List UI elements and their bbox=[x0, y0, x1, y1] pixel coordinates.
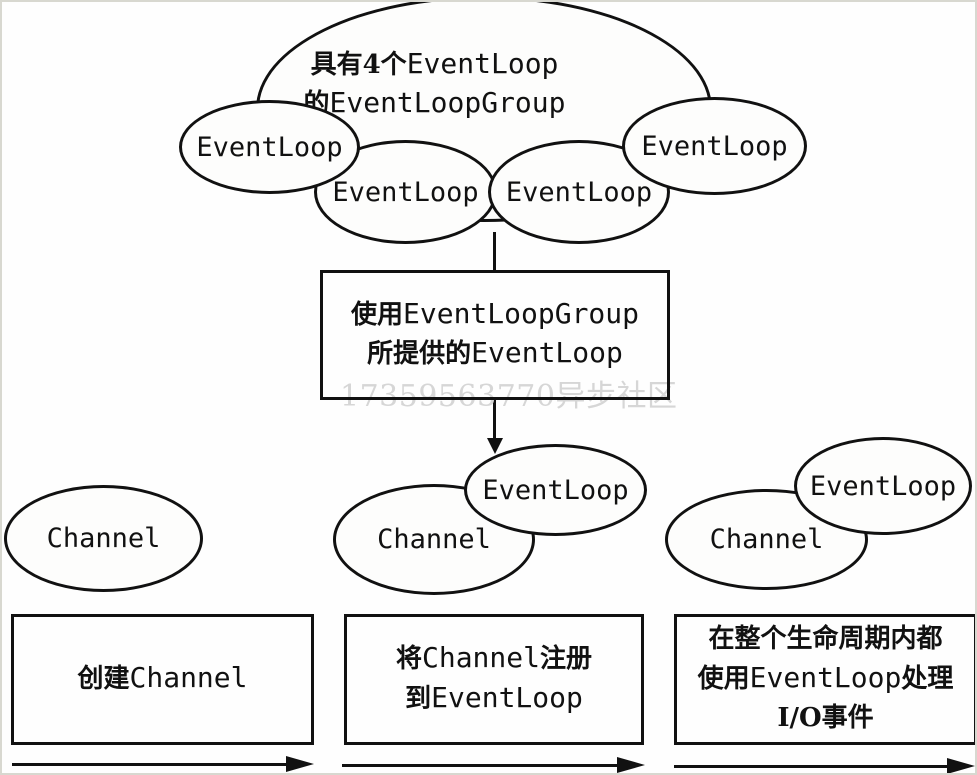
stage2-box-line2-cn: 到 bbox=[405, 683, 432, 714]
stage2-box-line2-code: EventLoop bbox=[431, 680, 583, 714]
timeline-arrow-1-head-icon bbox=[286, 756, 314, 772]
provider-box-line1-code: EventLoopGroup bbox=[403, 297, 640, 330]
watermark-text: 17359563770异步社区 bbox=[340, 379, 678, 414]
eventloop-label: EventLoop bbox=[332, 176, 479, 208]
eventloop-label: EventLoop bbox=[196, 131, 343, 163]
eventloop-ellipse-3: EventLoop bbox=[488, 140, 670, 244]
stage2-eventloop-ellipse: EventLoop bbox=[464, 444, 647, 536]
provider-box-line2-cn: 所提供的 bbox=[367, 339, 472, 369]
timeline-arrow-2-line bbox=[342, 764, 617, 767]
cluster-to-box-connector-line bbox=[493, 232, 496, 270]
stage3-eventloop-ellipse: EventLoop bbox=[794, 437, 972, 535]
eventloop-label: EventLoop bbox=[505, 176, 653, 208]
eventloop-label: EventLoop bbox=[482, 474, 629, 506]
stage3-box: 在整个生命周期内都 使用EventLoop处理 I/O事件 bbox=[674, 614, 975, 745]
eventloop-ellipse-4: EventLoop bbox=[622, 97, 807, 195]
provider-box-line2-code: EventLoop bbox=[471, 336, 623, 369]
provider-box: 使用EventLoopGroup 所提供的EventLoop bbox=[320, 270, 670, 400]
stage1-box-code: Channel bbox=[129, 660, 248, 694]
timeline-arrow-3-head-icon bbox=[947, 758, 975, 773]
stage3-box-line1: 在整个生命周期内都 bbox=[708, 623, 943, 654]
stage1-channel-ellipse: Channel bbox=[4, 485, 203, 592]
eventloopgroup-label-line2-code: EventLoopGroup bbox=[329, 86, 566, 119]
channel-label: Channel bbox=[46, 523, 161, 554]
stage2-channel-ellipse: Channel bbox=[333, 484, 535, 595]
provider-box-line1-cn: 使用 bbox=[350, 300, 403, 330]
eventloopgroup-label: 具有4个EventLoop 的EventLoopGroup bbox=[242, 46, 627, 124]
stage3-box-line2-cn: 使用 bbox=[697, 663, 750, 694]
stage3-box-line2-cn2: 处理 bbox=[901, 663, 954, 694]
stage2-box-line1-cn: 将 bbox=[395, 643, 422, 674]
stage1-box: 创建Channel bbox=[11, 614, 314, 745]
timeline-arrow-1-line bbox=[12, 763, 288, 766]
channel-label: Channel bbox=[709, 524, 824, 555]
eventloopgroup-label-line1-code: EventLoop bbox=[406, 47, 559, 80]
box-to-eventloop-arrow-line bbox=[493, 400, 496, 439]
stage1-box-cn: 创建 bbox=[77, 663, 130, 694]
stage3-box-line3: I/O事件 bbox=[777, 702, 874, 733]
eventloopgroup-label-line1-cn: 具有4个 bbox=[310, 50, 407, 80]
box-to-eventloop-arrowhead-icon bbox=[487, 438, 503, 454]
eventloop-ellipse-1: EventLoop bbox=[179, 100, 360, 194]
eventloop-label: EventLoop bbox=[641, 130, 788, 162]
eventloop-label: EventLoop bbox=[809, 470, 957, 502]
timeline-arrow-2-head-icon bbox=[617, 757, 645, 773]
stage2-box-line1-cn2: 注册 bbox=[540, 643, 593, 674]
stage2-box-line1-code: Channel bbox=[421, 640, 540, 674]
stage3-box-line2-code: EventLoop bbox=[749, 660, 902, 694]
timeline-arrow-3-line bbox=[674, 765, 947, 768]
stage2-box: 将Channel注册 到EventLoop bbox=[344, 614, 644, 745]
channel-label: Channel bbox=[377, 524, 491, 555]
